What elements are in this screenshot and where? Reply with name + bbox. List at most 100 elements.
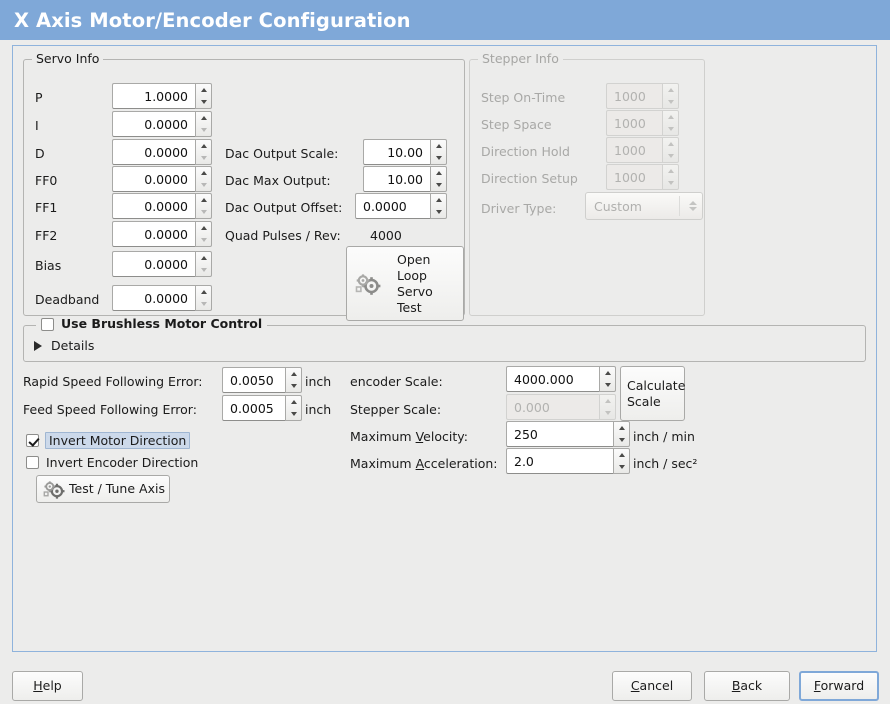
spin-down-icon[interactable] [614,461,629,473]
spin-down-icon[interactable] [431,152,446,164]
servo-info-legend: Servo Info [32,52,104,66]
encoder-scale-input[interactable]: 4000.000 [506,366,599,392]
servo-spin-ff0[interactable]: 0.0000 [112,166,212,192]
spin-down-icon[interactable] [196,206,211,218]
servo-spin-buttons-d[interactable] [195,139,212,165]
dac-output-offset-spin[interactable]: 0.0000 [355,193,447,219]
dac-max-output-input[interactable]: 10.00 [363,166,430,192]
use-brushless-motor-control-checkbox[interactable]: Use Brushless Motor Control [41,317,262,331]
dac-output-scale-spin[interactable]: 10.00 [363,139,447,165]
servo-spin-buttons-ff0[interactable] [195,166,212,192]
test-tune-axis-button[interactable]: Test / Tune Axis [36,475,170,503]
spin-up-icon[interactable] [286,368,301,380]
checkbox-box[interactable] [41,317,54,331]
spin-down-icon[interactable] [600,379,615,391]
servo-spin-ff2[interactable]: 0.0000 [112,221,212,247]
spin-down-icon[interactable] [196,234,211,246]
dac-max-output-spin-buttons[interactable] [430,166,447,192]
spin-up-icon[interactable] [431,194,446,206]
encoder-scale-spin[interactable]: 4000.000 [506,366,616,392]
servo-spin-buttons-bias[interactable] [195,251,212,277]
servo-input-i[interactable]: 0.0000 [112,111,195,137]
invert-encoder-direction-checkbox[interactable]: Invert Encoder Direction [26,455,198,470]
spin-up-icon[interactable] [196,112,211,124]
spin-up-icon[interactable] [196,140,211,152]
spin-up-icon[interactable] [431,140,446,152]
servo-input-ff2[interactable]: 0.0000 [112,221,195,247]
rapid-speed-following-error-spin[interactable]: 0.0050 [222,367,302,393]
spin-up-icon[interactable] [286,396,301,408]
servo-spin-ff1[interactable]: 0.0000 [112,193,212,219]
triangle-right-icon[interactable] [34,340,42,351]
spin-down-icon[interactable] [614,434,629,446]
servo-input-ff1[interactable]: 0.0000 [112,193,195,219]
servo-spin-i[interactable]: 0.0000 [112,111,212,137]
rapid-spin-buttons[interactable] [285,367,302,393]
spin-up-icon[interactable] [196,167,211,179]
servo-spin-buttons-ff2[interactable] [195,221,212,247]
dac-output-offset-spin-buttons[interactable] [430,193,447,219]
maximum-velocity-spin-buttons[interactable] [613,421,630,447]
spin-down-icon[interactable] [431,206,446,218]
servo-spin-d[interactable]: 0.0000 [112,139,212,165]
rapid-speed-following-error-input[interactable]: 0.0050 [222,367,285,393]
spin-down-icon[interactable] [196,179,211,191]
spin-up-icon[interactable] [196,194,211,206]
checkbox-box[interactable] [26,434,39,447]
spin-up-icon[interactable] [196,252,211,264]
spin-up-icon[interactable] [614,422,629,434]
servo-spin-p[interactable]: 1.0000 [112,83,212,109]
servo-input-ff0[interactable]: 0.0000 [112,166,195,192]
spin-up-icon[interactable] [431,167,446,179]
servo-spin-buttons-p[interactable] [195,83,212,109]
servo-input-d[interactable]: 0.0000 [112,139,195,165]
servo-input-deadband[interactable]: 0.0000 [112,285,195,311]
servo-spin-deadband[interactable]: 0.0000 [112,285,212,311]
checkbox-box[interactable] [26,456,39,469]
servo-spin-bias[interactable]: 0.0000 [112,251,212,277]
maximum-acceleration-spin[interactable]: 2.0 [506,448,630,474]
help-button[interactable]: Help [12,671,83,701]
spin-up-icon[interactable] [614,449,629,461]
spin-up-icon[interactable] [600,367,615,379]
spin-up-icon[interactable] [196,286,211,298]
spin-down-icon[interactable] [196,264,211,276]
servo-input-bias[interactable]: 0.0000 [112,251,195,277]
feed-speed-following-error-input[interactable]: 0.0005 [222,395,285,421]
maximum-velocity-spin[interactable]: 250 [506,421,630,447]
forward-button[interactable]: Forward [799,671,879,701]
calculate-scale-line-2: Scale [627,393,661,409]
encoder-scale-spin-buttons[interactable] [599,366,616,392]
servo-spin-buttons-ff1[interactable] [195,193,212,219]
spin-up-icon[interactable] [196,222,211,234]
feed-speed-following-error-spin[interactable]: 0.0005 [222,395,302,421]
servo-spin-buttons-deadband[interactable] [195,285,212,311]
cancel-button[interactable]: Cancel [612,671,692,701]
dac-output-scale-input[interactable]: 10.00 [363,139,430,165]
spin-up-icon[interactable] [196,84,211,96]
maximum-velocity-input[interactable]: 250 [506,421,613,447]
servo-spin-buttons-i[interactable] [195,111,212,137]
invert-motor-direction-checkbox[interactable]: Invert Motor Direction [26,432,191,449]
spin-down-icon[interactable] [196,152,211,164]
calculate-scale-button[interactable]: Calculate Scale [620,366,685,421]
maximum-velocity-label: Maximum Velocity: [350,429,468,445]
spin-down-icon[interactable] [286,380,301,392]
spin-down-icon[interactable] [286,408,301,420]
spin-down-icon[interactable] [196,96,211,108]
dac-output-scale-spin-buttons[interactable] [430,139,447,165]
details-expander[interactable]: Details [34,338,94,353]
dac-output-offset-input[interactable]: 0.0000 [355,193,430,219]
spin-down-icon[interactable] [196,124,211,136]
dac-max-output-spin[interactable]: 10.00 [363,166,447,192]
spin-down-icon[interactable] [431,179,446,191]
servo-input-p[interactable]: 1.0000 [112,83,195,109]
open-loop-servo-test-button[interactable]: Open Loop Servo Test [346,246,464,321]
maximum-acceleration-spin-buttons[interactable] [613,448,630,474]
feed-spin-buttons[interactable] [285,395,302,421]
spin-down-icon[interactable] [196,298,211,310]
maximum-acceleration-label-post: cceleration: [423,456,498,471]
maximum-acceleration-input[interactable]: 2.0 [506,448,613,474]
back-button[interactable]: Back [704,671,790,701]
open-loop-line-4: Test [397,299,422,315]
